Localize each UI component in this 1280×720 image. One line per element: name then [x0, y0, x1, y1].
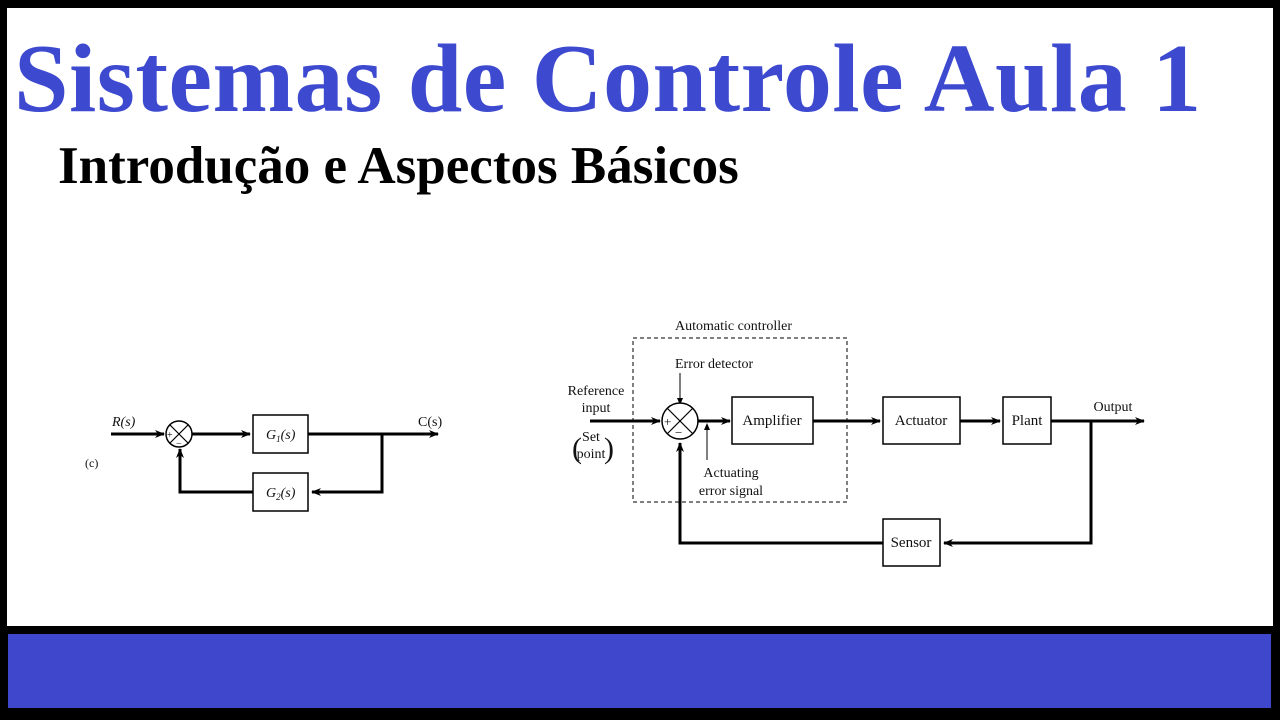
svg-text:Actuator: Actuator — [895, 413, 947, 429]
control-system-diagram: Automatic controller Error detector Refe… — [568, 319, 1145, 567]
amplifier-block — [731, 396, 814, 445]
error-detector-label: Error detector — [675, 357, 753, 372]
output-label: C(s) — [418, 415, 442, 430]
svg-text:−: − — [176, 439, 182, 450]
footer-bar — [8, 634, 1271, 708]
svg-text:−: − — [675, 425, 682, 440]
svg-text:G2(s): G2(s) — [266, 486, 296, 502]
svg-text:): ) — [604, 432, 614, 465]
svg-text:error signal: error signal — [699, 484, 763, 499]
automatic-controller-label: Automatic controller — [675, 319, 792, 334]
setpoint-label: Set — [582, 430, 600, 445]
actuator-block — [882, 396, 961, 445]
summing-junction: + − — [165, 420, 193, 450]
svg-text:+: + — [664, 414, 671, 429]
svg-text:Plant: Plant — [1012, 413, 1044, 429]
slide-background — [7, 8, 1273, 626]
svg-text:point: point — [577, 447, 606, 462]
page-title: Sistemas de Controle Aula 1 — [14, 25, 1202, 133]
feedback-path — [676, 442, 883, 545]
svg-text:G1(s): G1(s) — [266, 428, 296, 444]
error-detector-junction: + − — [661, 402, 699, 440]
svg-text:Amplifier: Amplifier — [742, 413, 801, 429]
svg-text:Sensor: Sensor — [891, 535, 932, 551]
page-subtitle: Introdução e Aspectos Básicos — [58, 137, 739, 195]
svg-text:+: + — [167, 430, 173, 441]
diagram-label: (c) — [85, 456, 98, 470]
svg-text:(: ( — [572, 432, 582, 465]
svg-text:input: input — [582, 401, 611, 416]
actuating-signal-label: Actuating — [703, 466, 758, 481]
feedback-diagram-simple: R(s) (c) + − G1(s) C(s) G2(s) — [85, 414, 442, 512]
output-label: Output — [1094, 400, 1133, 415]
block-g1 — [252, 414, 309, 454]
reference-input-label: Reference — [568, 384, 625, 399]
sensor-block — [882, 518, 941, 567]
input-label: R(s) — [111, 415, 136, 430]
